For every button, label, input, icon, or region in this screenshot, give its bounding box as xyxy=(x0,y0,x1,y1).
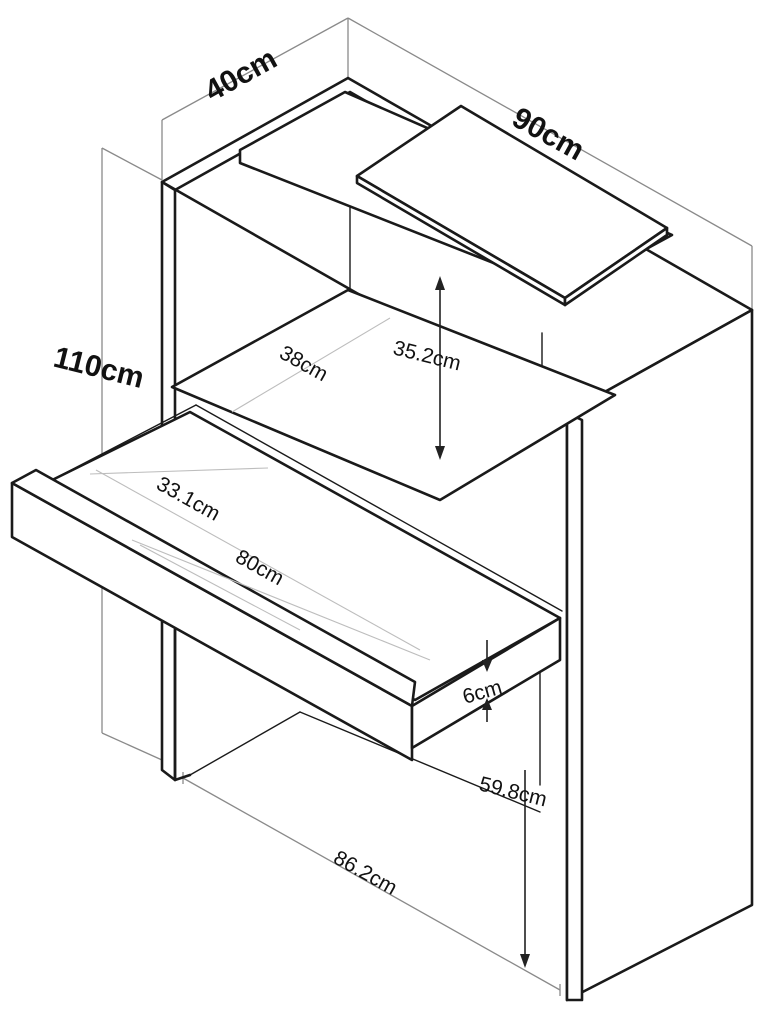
width-dimension-line xyxy=(347,17,753,247)
inner-width-dimension-line xyxy=(182,777,561,991)
leg-clearance-label: 59.8cm xyxy=(477,773,549,812)
drawer-depth-line xyxy=(89,467,269,475)
monitor-riser-side xyxy=(563,226,669,307)
depth-dimension-line xyxy=(161,17,349,121)
inner-dimension-markers xyxy=(89,276,530,968)
drawer-side xyxy=(410,616,562,750)
depth-label: 40cm xyxy=(199,42,282,108)
dimension-lines xyxy=(101,17,753,996)
inner-width-label: 86.2cm xyxy=(330,846,401,900)
drawer-front-top xyxy=(10,468,417,708)
right-side-panel-edge xyxy=(565,411,584,1002)
keyboard-drawer xyxy=(10,404,563,762)
cabinet-body xyxy=(160,76,754,1002)
shelf-depth-line xyxy=(231,317,391,413)
height-label: 110cm xyxy=(50,341,147,395)
right-side-panel xyxy=(565,308,754,1002)
drawer-width-line xyxy=(131,539,431,661)
